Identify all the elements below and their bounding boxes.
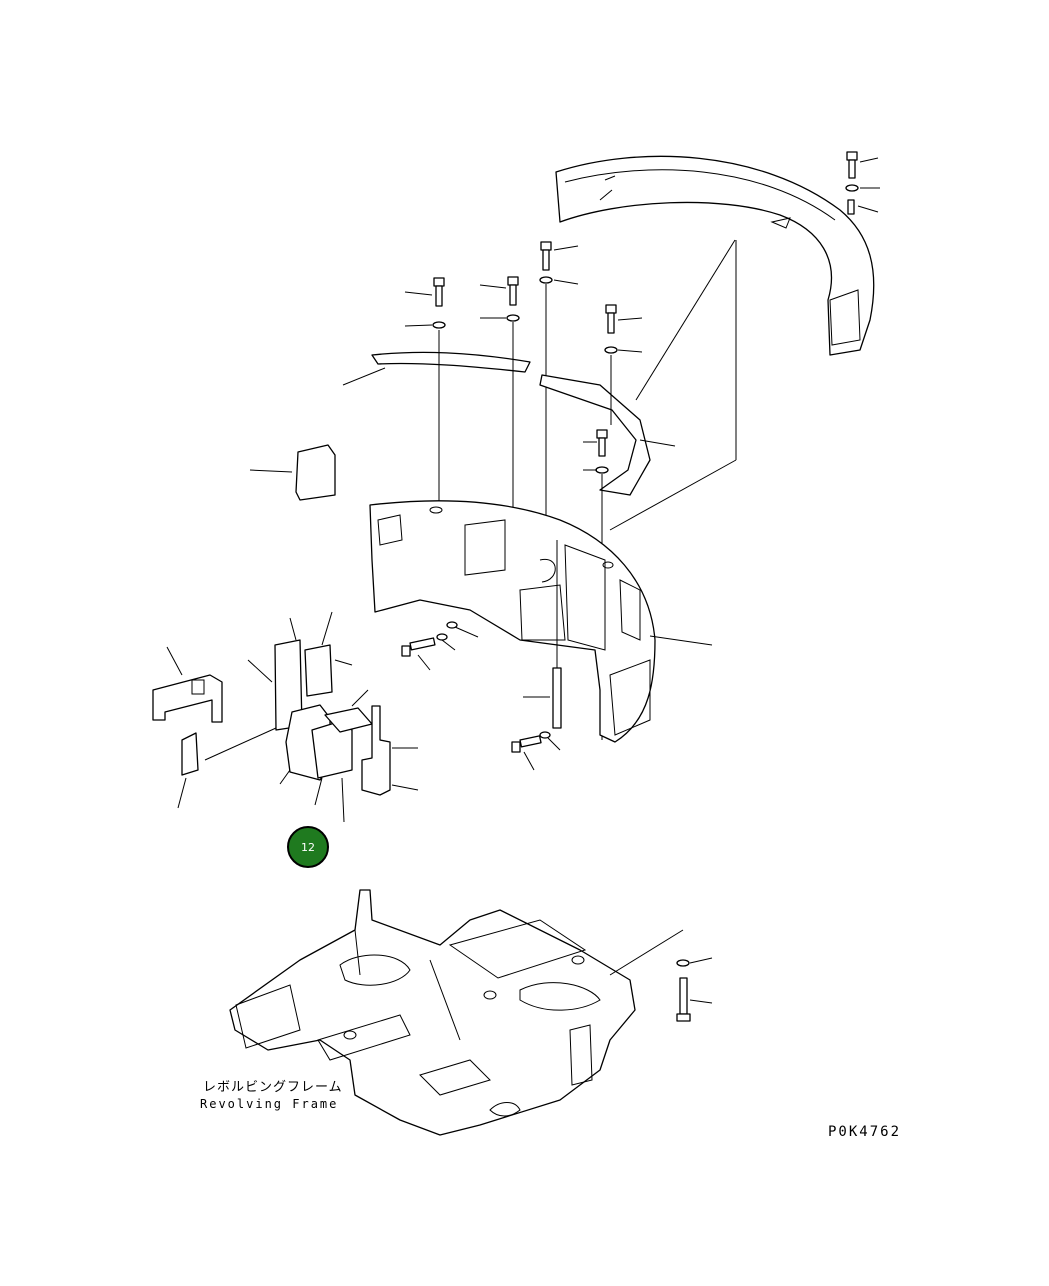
upper-plate-left (342, 351, 531, 386)
rubber-block (249, 444, 336, 501)
bolt-washer-frame-right (609, 929, 713, 1022)
frame-label-en: Revolving Frame (200, 1097, 338, 1111)
leader-cover-2 (609, 459, 737, 531)
foam-pad (279, 689, 373, 823)
bolt-washer-center-left (401, 621, 479, 671)
right-bracket-plate (539, 239, 736, 496)
frame-label-jp: レボルビングフレーム (203, 1080, 343, 1095)
bolt-set-upper-left (404, 276, 520, 515)
rear-top-cover (555, 155, 875, 356)
bolt-top-right (845, 151, 880, 215)
callout-number[interactable]: 12 (301, 841, 315, 854)
bolt-washer-lower-center (511, 731, 561, 771)
bent-plate-pair (204, 611, 353, 761)
bolt-set-center (539, 241, 579, 525)
revolving-frame (229, 889, 636, 1136)
l-bracket-right (361, 705, 419, 796)
drawing-code: P0K4762 (828, 1124, 901, 1140)
callout-marker-12[interactable]: 12 (287, 826, 329, 868)
left-bracket (152, 646, 223, 723)
callout-marker-circle[interactable] (287, 826, 329, 868)
long-pin (523, 540, 562, 729)
left-strip (177, 732, 199, 809)
center-cover-assembly (369, 500, 713, 743)
